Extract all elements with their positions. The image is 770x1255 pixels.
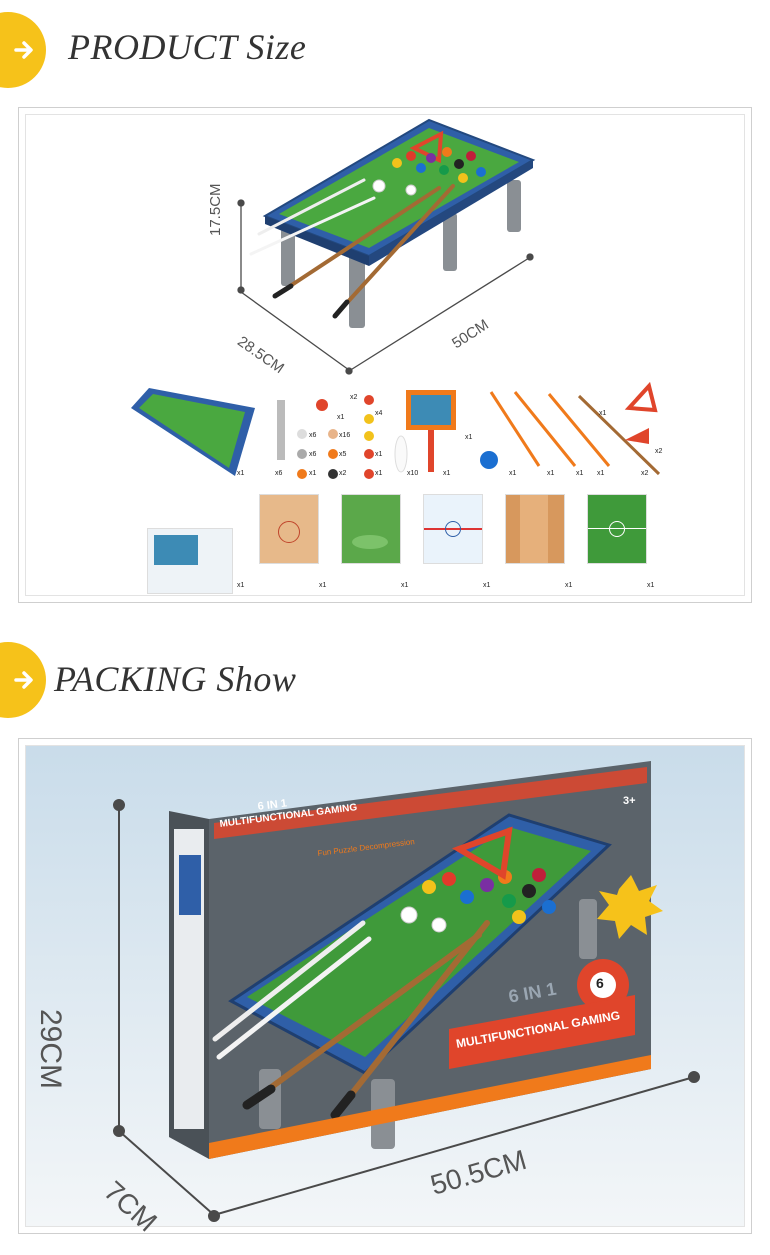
mat-basketball-court (259, 494, 319, 564)
part-qty: x1 (337, 414, 345, 421)
part-qty: x1 (565, 582, 573, 589)
dimension-height-label: 29CM (34, 1009, 67, 1090)
part-qty: x1 (597, 470, 605, 477)
part-qty: x6 (275, 470, 283, 477)
part-qty: x2 (339, 470, 347, 477)
part-qty: x1 (599, 410, 607, 417)
part-qty: x1 (509, 470, 517, 477)
part-qty: x1 (576, 470, 584, 477)
part-qty: x1 (237, 470, 245, 477)
mat-basketball-poster (147, 528, 233, 594)
part-qty: x1 (375, 451, 383, 458)
part-qty: x1 (647, 582, 655, 589)
part-qty: x1 (465, 434, 473, 441)
section-title: PRODUCT Size (68, 27, 307, 67)
part-qty: x1 (237, 582, 245, 589)
part-qty: x1 (401, 582, 409, 589)
part-qty: x16 (339, 432, 351, 439)
product-illustration (131, 118, 661, 479)
part-qty: x1 (483, 582, 491, 589)
part-qty: x1 (443, 470, 451, 477)
packing-illustration (26, 746, 744, 1226)
part-qty: x2 (350, 394, 358, 401)
arrow-right-icon (14, 671, 33, 689)
section-title: PACKING Show (54, 659, 297, 699)
part-qty: x6 (309, 451, 317, 458)
arrow-right-icon (14, 41, 33, 59)
dimension-height-label: 17.5CM (207, 183, 224, 236)
part-qty: x6 (309, 432, 317, 439)
part-qty: x1 (375, 470, 383, 477)
mat-bowling-lane (505, 494, 565, 564)
part-qty: x2 (641, 470, 649, 477)
section-badge (0, 12, 46, 88)
part-qty: x10 (407, 470, 419, 477)
section-header-packing: PACKING Show (0, 642, 770, 718)
part-qty: x2 (655, 448, 663, 455)
mat-golf-course (341, 494, 401, 564)
part-qty: x1 (319, 582, 327, 589)
section-header-product: PRODUCT Size (0, 12, 770, 88)
product-size-panel: 17.5CM 28.5CM 50CM x1 x2 x1 x4 x6 x16 x6… (18, 107, 752, 603)
ball-number: 6 (596, 975, 604, 991)
age-badge: 3+ (623, 795, 636, 807)
mat-hockey-rink (423, 494, 483, 564)
part-qty: x1 (547, 470, 555, 477)
packing-show-panel: 6 IN 1 MULTIFUNCTIONAL GAMING Fun Puzzle… (18, 738, 752, 1238)
section-badge (0, 642, 46, 718)
part-qty: x1 (309, 470, 317, 477)
part-qty: x5 (339, 451, 347, 458)
mat-football-field (587, 494, 647, 564)
part-qty: x4 (375, 410, 383, 417)
